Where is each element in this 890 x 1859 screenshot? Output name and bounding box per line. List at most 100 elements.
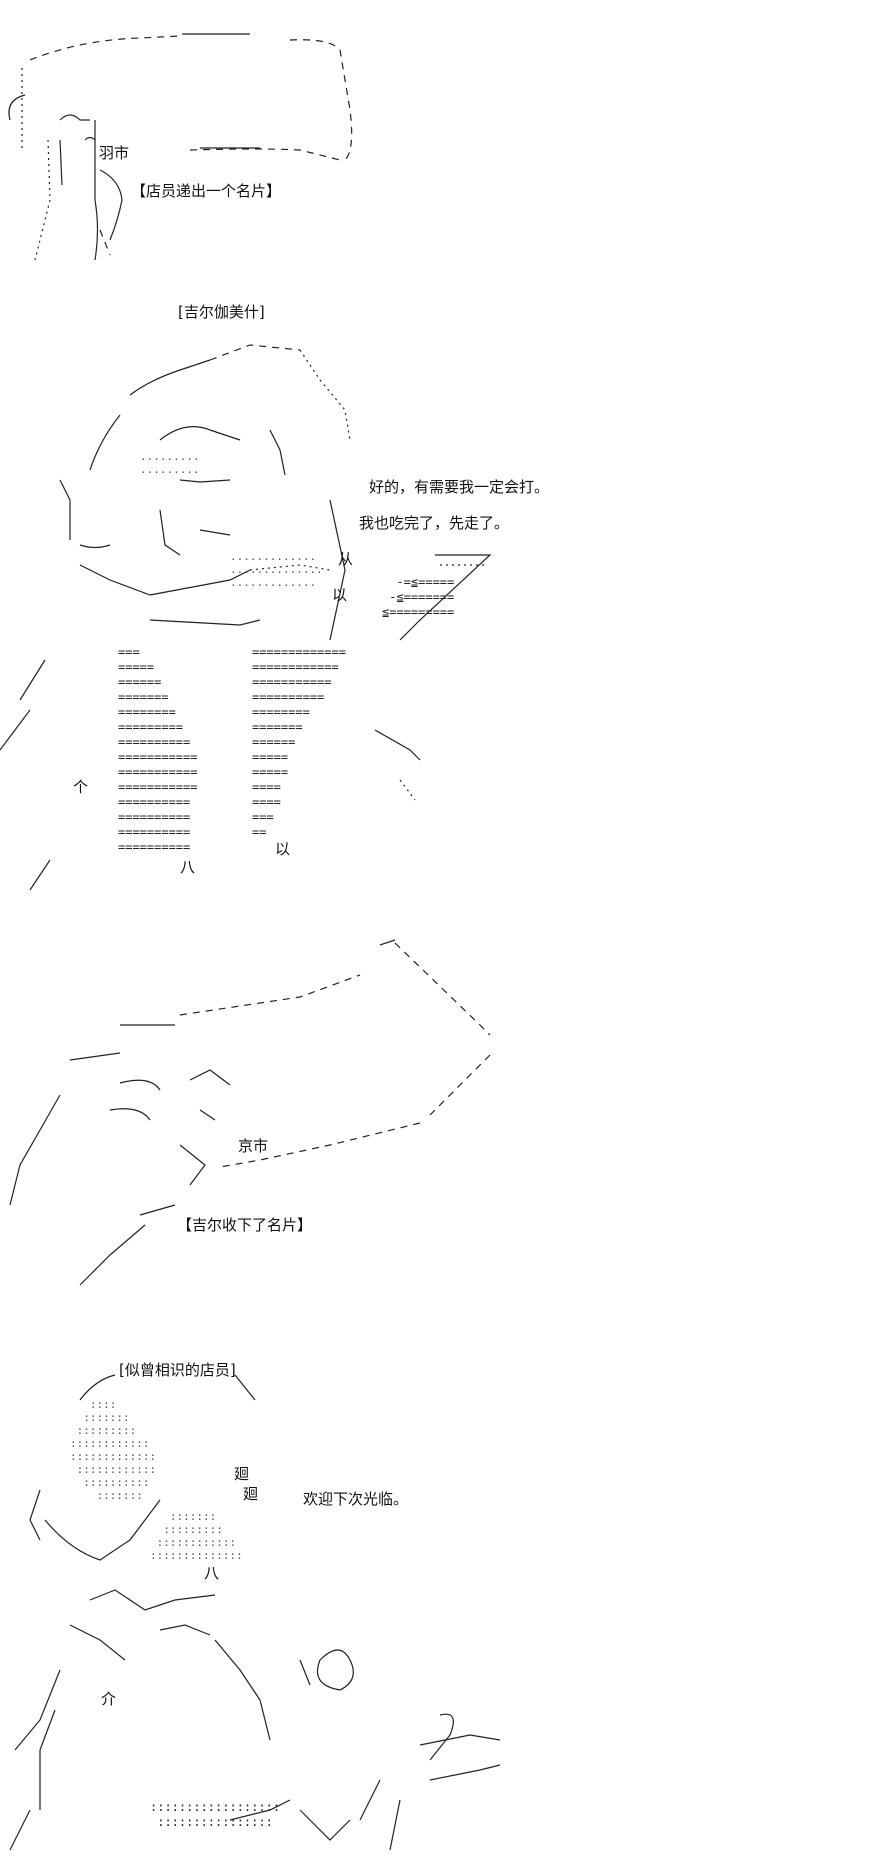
arm-lower [79, 1224, 146, 1286]
side-char-yi: 以 [332, 586, 348, 604]
speech-line-1: 好的，有需要我一定会打。 [369, 478, 550, 496]
neck-line [69, 1624, 126, 1661]
chest-shading: ............. .............. ...........… [230, 550, 323, 589]
arm-left [39, 1709, 56, 1810]
panel-gilgamesh: [吉尔伽美什] 好的，有需要我一定会打。 我也吃完了，先走了。 从 以 个 八 … [0, 300, 890, 900]
collar-left [59, 479, 71, 540]
finger-curve [99, 169, 123, 241]
card-top-edge [179, 974, 361, 1016]
arm-left [9, 1094, 61, 1206]
side-char-hui-2: 廻 [243, 1485, 259, 1503]
wrist-line [69, 1052, 121, 1061]
cheek-line [269, 429, 286, 476]
arm-right-line [329, 499, 346, 641]
side-char-ba: 八 [204, 1564, 220, 1582]
forehead-line [159, 426, 241, 441]
tie-line [159, 1624, 211, 1636]
arm-left-lower [9, 1809, 31, 1851]
brow-line [179, 479, 231, 483]
finger-tip [199, 1109, 216, 1121]
shoulder-left [79, 564, 151, 596]
action-caption-received: 【吉尔收下了名片】 [177, 1216, 313, 1234]
nail-curve [84, 136, 96, 141]
hair-left [79, 1374, 116, 1401]
cuff-hatch: :::::::::::::::::: :::::::::::::::: [150, 1800, 281, 1829]
face-left [29, 1489, 41, 1541]
card-corner-top [379, 939, 396, 946]
hand-base [299, 1809, 351, 1841]
hair-dot-shading: :::: ::::::: ::::::::: :::::::::::: ::::… [70, 1398, 157, 1502]
panel-shop-clerk: [似曾相识的店员] 欢迎下次光临。 廻 廻 八 介 :::: ::::::: :… [0, 1340, 890, 1859]
card-bottom-edge [219, 1122, 421, 1168]
name-tag-gilgamesh: [吉尔伽美什] [178, 303, 265, 321]
speech-line-welcome: 欢迎下次光临。 [303, 1490, 409, 1508]
coat-hatch-left: === ===== ====== ======= ======== ======… [118, 645, 198, 854]
jaw-line [159, 509, 181, 556]
palm-lower [429, 1764, 501, 1781]
action-caption: 【店员递出一个名片】 [131, 182, 282, 200]
side-char-hui: 廻 [234, 1465, 250, 1483]
name-tag-kyo: 京市 [238, 1137, 269, 1155]
panel-card-offer: 羽市 【店员递出一个名片】 [0, 0, 890, 290]
coat-bottom-left [29, 859, 51, 891]
body-right [214, 1639, 271, 1741]
hair-shading: ......... ......... [140, 450, 200, 476]
coat-left-edge-2 [0, 709, 31, 751]
side-char-ba: 八 [180, 858, 196, 876]
finger-tip [99, 229, 111, 256]
coat-left-edge [19, 659, 46, 701]
sleeve-right-2 [399, 779, 416, 801]
hair-top [209, 344, 301, 361]
clerk-sketch [9, 1374, 501, 1851]
card-top-edge-left [29, 35, 181, 61]
panel-card-received: 京市 【吉尔收下了名片】 [0, 905, 890, 1325]
hair-left-strand [89, 414, 121, 471]
hair-right [234, 1374, 256, 1401]
card-right-edge [394, 942, 491, 1036]
tray-edge [399, 554, 492, 641]
shoulder-mid [149, 569, 251, 596]
side-char-yi-2: 以 [275, 840, 291, 858]
hand-base [139, 1204, 176, 1216]
palm-right [429, 1713, 454, 1761]
hand-knuckle [59, 114, 90, 121]
palm-fingers [419, 1734, 501, 1746]
tray-hatch-ascii: -=≦===== -≦======= ≦========= [382, 575, 455, 619]
side-char-jie: 介 [101, 1690, 117, 1708]
fist-outline [316, 1649, 354, 1691]
arm-left-edge [34, 139, 51, 261]
card-offer-sketch [8, 33, 353, 261]
cuff-line [229, 1799, 291, 1821]
body-dot-shading: ::::::: ::::::::: :::::::::::: :::::::::… [150, 1510, 243, 1562]
card-lower-right [429, 1054, 491, 1116]
side-char-cong: 从 [338, 550, 354, 568]
sleeve-curve-top [8, 94, 26, 121]
gilgamesh-sketch [0, 344, 492, 891]
fist-line [299, 1659, 311, 1686]
hair-right [299, 349, 351, 441]
mouth-line [199, 529, 231, 536]
speech-line-2: 我也吃完了，先走了。 [359, 514, 510, 532]
arm-right-edge [359, 1779, 381, 1821]
finger-2 [109, 1108, 151, 1121]
hair-top-left [129, 359, 211, 396]
face-lower [44, 1499, 161, 1561]
name-tag-clerk: [似曾相识的店员] [119, 1361, 236, 1379]
name-tag-hashi: 羽市 [99, 144, 130, 162]
finger-3 [189, 1069, 231, 1086]
card-bottom-edge [189, 148, 341, 161]
collar-line [89, 1589, 216, 1611]
body-left [14, 1669, 61, 1751]
thumb-line [59, 139, 63, 186]
hand-right-edge [94, 120, 99, 261]
card-receive-sketch [9, 939, 491, 1286]
side-char-ge: 个 [73, 778, 89, 796]
finger-1 [119, 1079, 161, 1091]
arm-right-edge-2 [389, 1799, 401, 1851]
face-lower-left [79, 544, 111, 549]
thumb-curve [179, 1144, 206, 1186]
coat-hatch-right: ============= ============ =========== =… [252, 645, 346, 839]
card-right-edge [289, 39, 353, 161]
collar-bottom [149, 619, 261, 626]
sleeve-right [374, 729, 421, 761]
